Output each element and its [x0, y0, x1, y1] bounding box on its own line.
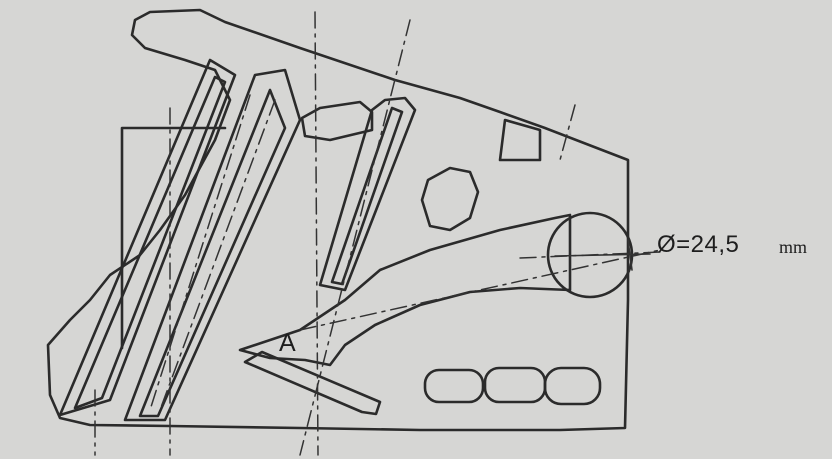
middle-passage-bore [138, 88, 287, 418]
left-passage [58, 58, 237, 417]
oil-gallery [300, 100, 374, 142]
diameter-arrow-tick [627, 239, 633, 271]
top-right-cavity [498, 118, 542, 162]
head-body [46, 8, 630, 432]
diameter-dimension-line [554, 253, 651, 257]
valve-seat [243, 350, 382, 416]
exhaust-port [238, 213, 572, 367]
centre-lines [94, 11, 661, 456]
diameter-value-label: Ø=24,5 [657, 231, 740, 258]
lower-cavities [423, 366, 602, 406]
section-label-a: A [279, 329, 296, 357]
middle-passage [123, 68, 302, 422]
valve-guide [318, 96, 417, 292]
left-passage-bore [73, 75, 227, 410]
diameter-unit-label: mm [779, 237, 808, 257]
coolant-cavity [420, 166, 480, 232]
